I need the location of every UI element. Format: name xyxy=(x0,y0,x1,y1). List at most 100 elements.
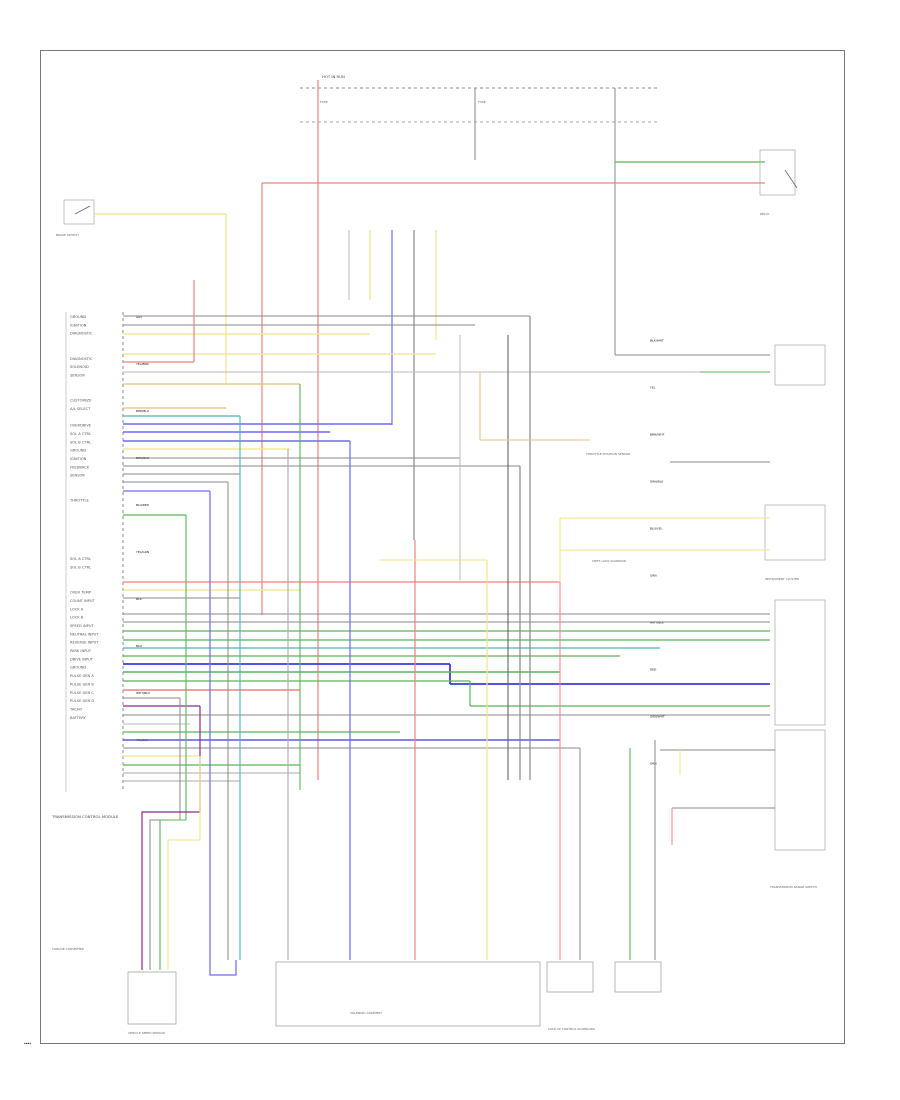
ecm-pin-label: SOL A CTRL xyxy=(70,432,91,436)
wire-color-label: YEL/GRN xyxy=(136,550,149,554)
ecm-pin-label: IGNITION xyxy=(70,323,87,327)
ecm-pin-label: SOLENOID xyxy=(70,365,89,369)
wire-color-label: YEL/BLK xyxy=(136,738,149,742)
left-bottom-bundle xyxy=(141,698,237,976)
wire-color-label: GRY xyxy=(136,315,142,319)
ecm-pin-label: PULSE GEN D xyxy=(70,699,94,703)
fuse-left-caption: FUSE xyxy=(320,100,328,104)
relay-box xyxy=(759,149,796,196)
speed-sensor-caption: VEHICLE SPEED SENSOR xyxy=(128,1031,165,1035)
wire-color-label: GRN xyxy=(650,574,657,578)
wire-color-label: GRN/WHT xyxy=(650,715,665,719)
wire-color-label: BRN/WHT xyxy=(650,433,665,437)
cluster-box xyxy=(764,504,826,561)
ecm-pin-label: CUSTOMIZE xyxy=(70,399,92,403)
relay-right-box xyxy=(774,344,826,386)
ecm-pin-label: FEEDBACK xyxy=(70,465,90,469)
relay-caption: RELAY xyxy=(760,212,770,216)
ecm-caption: TRANSMISSION CONTROL MODULE xyxy=(51,814,119,819)
wire-color-label: YEL xyxy=(650,386,656,390)
ecm-pin-label: REVERSE INPUT xyxy=(70,641,99,645)
wire-color-label: BLK xyxy=(136,597,143,601)
solenoid-label: SOLENOID ASSEMBLY xyxy=(350,1011,382,1015)
wire-color-label: BLK/WHT xyxy=(650,339,664,343)
ecm-pin-label: THROTTLE xyxy=(69,499,90,503)
range-switch-lower-box xyxy=(774,729,826,851)
wire-color-label: GRN/BLK xyxy=(650,480,664,484)
wire-color-label: BLU/YEL xyxy=(650,527,663,531)
wire-color-label: BLU/RED xyxy=(136,503,150,507)
wire-color-label: WHT/BLK xyxy=(650,621,665,625)
ecm-pin-label: SOL B CTRL xyxy=(70,440,91,444)
relay-contact xyxy=(784,169,798,189)
converter-caption: TORQUE CONVERTER xyxy=(51,947,84,951)
ecm-pin-label: LOCK A xyxy=(70,607,84,611)
ecm-pin-label: IGNITION xyxy=(70,457,87,461)
ecm-pin-label: SOL A CTRL xyxy=(70,557,91,561)
ecm-pin-label-group: GROUND IGNITION DIAGNOSTIC DIAGNOSTIC SOLENO… xyxy=(69,315,99,720)
ecm-pin-label: PARK INPUT xyxy=(70,649,92,653)
ecm-pin-label: DRIVE INPUT xyxy=(70,657,94,661)
ecm-pin-label: PULSE GEN B xyxy=(70,682,94,686)
cluster-caption: INSTRUMENT CLUSTER xyxy=(765,577,799,581)
wire-color-label: YEL xyxy=(650,386,656,390)
ecm-pin-label: PULSE GEN C xyxy=(70,691,94,695)
wire-color-label: GRN/WHT xyxy=(650,715,665,719)
throttle-caption: THROTTLE POSITION SENSOR xyxy=(585,452,630,456)
ecm-pin-label: SOL B CTRL xyxy=(70,566,91,570)
ecm-pin-label: GROUND xyxy=(70,315,86,319)
wire-color-label: BRN/BLK xyxy=(136,456,150,460)
wire-color-label: WHT/BLU xyxy=(136,691,150,695)
wire-color-label: ORN xyxy=(650,762,657,766)
ecm-pin-label: GROUND xyxy=(70,666,86,670)
wire-color-label: YEL/GRN xyxy=(136,550,149,554)
wire-color-label: YEL/BRN xyxy=(136,362,149,366)
ecm-pin-label: DIAGNOSTIC xyxy=(70,357,93,361)
ecm-pin-label: TACHO xyxy=(69,708,83,712)
wire-color-label: BLK/WHT xyxy=(650,339,664,343)
wire-color-label: GRN xyxy=(650,574,657,578)
brake-switch-contact xyxy=(74,205,91,215)
diagram-frame xyxy=(40,50,845,1044)
ecm-pin-label: GROUND xyxy=(70,449,86,453)
speed-sensor-box xyxy=(127,971,177,1025)
ecm-pin-label: NEUTRAL INPUT xyxy=(70,632,99,636)
wire-color-label: BLU xyxy=(136,644,142,648)
ecm-pin-label: OVER TEMP xyxy=(70,591,92,595)
wire-color-label: WHT/BLU xyxy=(136,691,150,695)
wire-color-label: ORN xyxy=(650,762,657,766)
range-switch-caption: TRANSMISSION RANGE SWITCH xyxy=(769,885,817,889)
fuse-right-caption: FUSE xyxy=(478,100,486,104)
wire-color-label: RED xyxy=(650,668,657,672)
wire-color-label: RED xyxy=(650,668,657,672)
wire-color-label: BLU/RED xyxy=(136,503,150,507)
ecm-pin-label: PULSE GEN A xyxy=(70,674,94,678)
lockup-solenoid-a-box xyxy=(546,961,594,993)
range-switch-box xyxy=(774,599,826,726)
brake-switch-caption: BRAKE SWITCH xyxy=(56,233,79,237)
connector-stubs xyxy=(348,230,437,540)
ecm-pin-label: SENSOR xyxy=(70,373,85,377)
solenoid-assembly-box xyxy=(275,961,541,1027)
wire-color-label: YEL/BRN xyxy=(136,362,149,366)
ecm-wire-bundle xyxy=(123,280,770,782)
wire-color-label: BLU xyxy=(136,644,142,648)
wire-color-label: RED/BLU xyxy=(136,409,149,413)
wire-color-label: RED/BLU xyxy=(136,409,149,413)
shift-lock-caption: SHIFT LOCK SOLENOID xyxy=(592,559,627,563)
wire-color-label: BRN/WHT xyxy=(650,433,665,437)
ecm-pin-label: SENSOR xyxy=(70,474,85,478)
lockup-solenoid-b-box xyxy=(614,961,662,993)
fuse-box-caption: HOT IN RUN xyxy=(322,74,345,79)
wire-label-group: GRY BLK/WHT YEL/BRN YEL RED/BLU BRN/WHT BRN/BL… xyxy=(136,315,665,766)
ecm-pin-label: DIAGNOSTIC xyxy=(70,332,93,336)
lockup-caption: LOCK-UP CONTROL SOLENOIDS xyxy=(548,1027,595,1031)
ecm-pin-label: COUNT INPUT xyxy=(70,599,96,603)
wire-color-label: WHT/BLK xyxy=(650,621,665,625)
wire-color-label: BRN/BLK xyxy=(136,456,150,460)
wire-color-label: BLK xyxy=(136,597,143,601)
ecm-pin-label: SPEED INPUT xyxy=(70,624,94,628)
wire-color-label: GRY xyxy=(136,315,142,319)
ecm-pin-label: OVERDRIVE xyxy=(70,424,92,428)
